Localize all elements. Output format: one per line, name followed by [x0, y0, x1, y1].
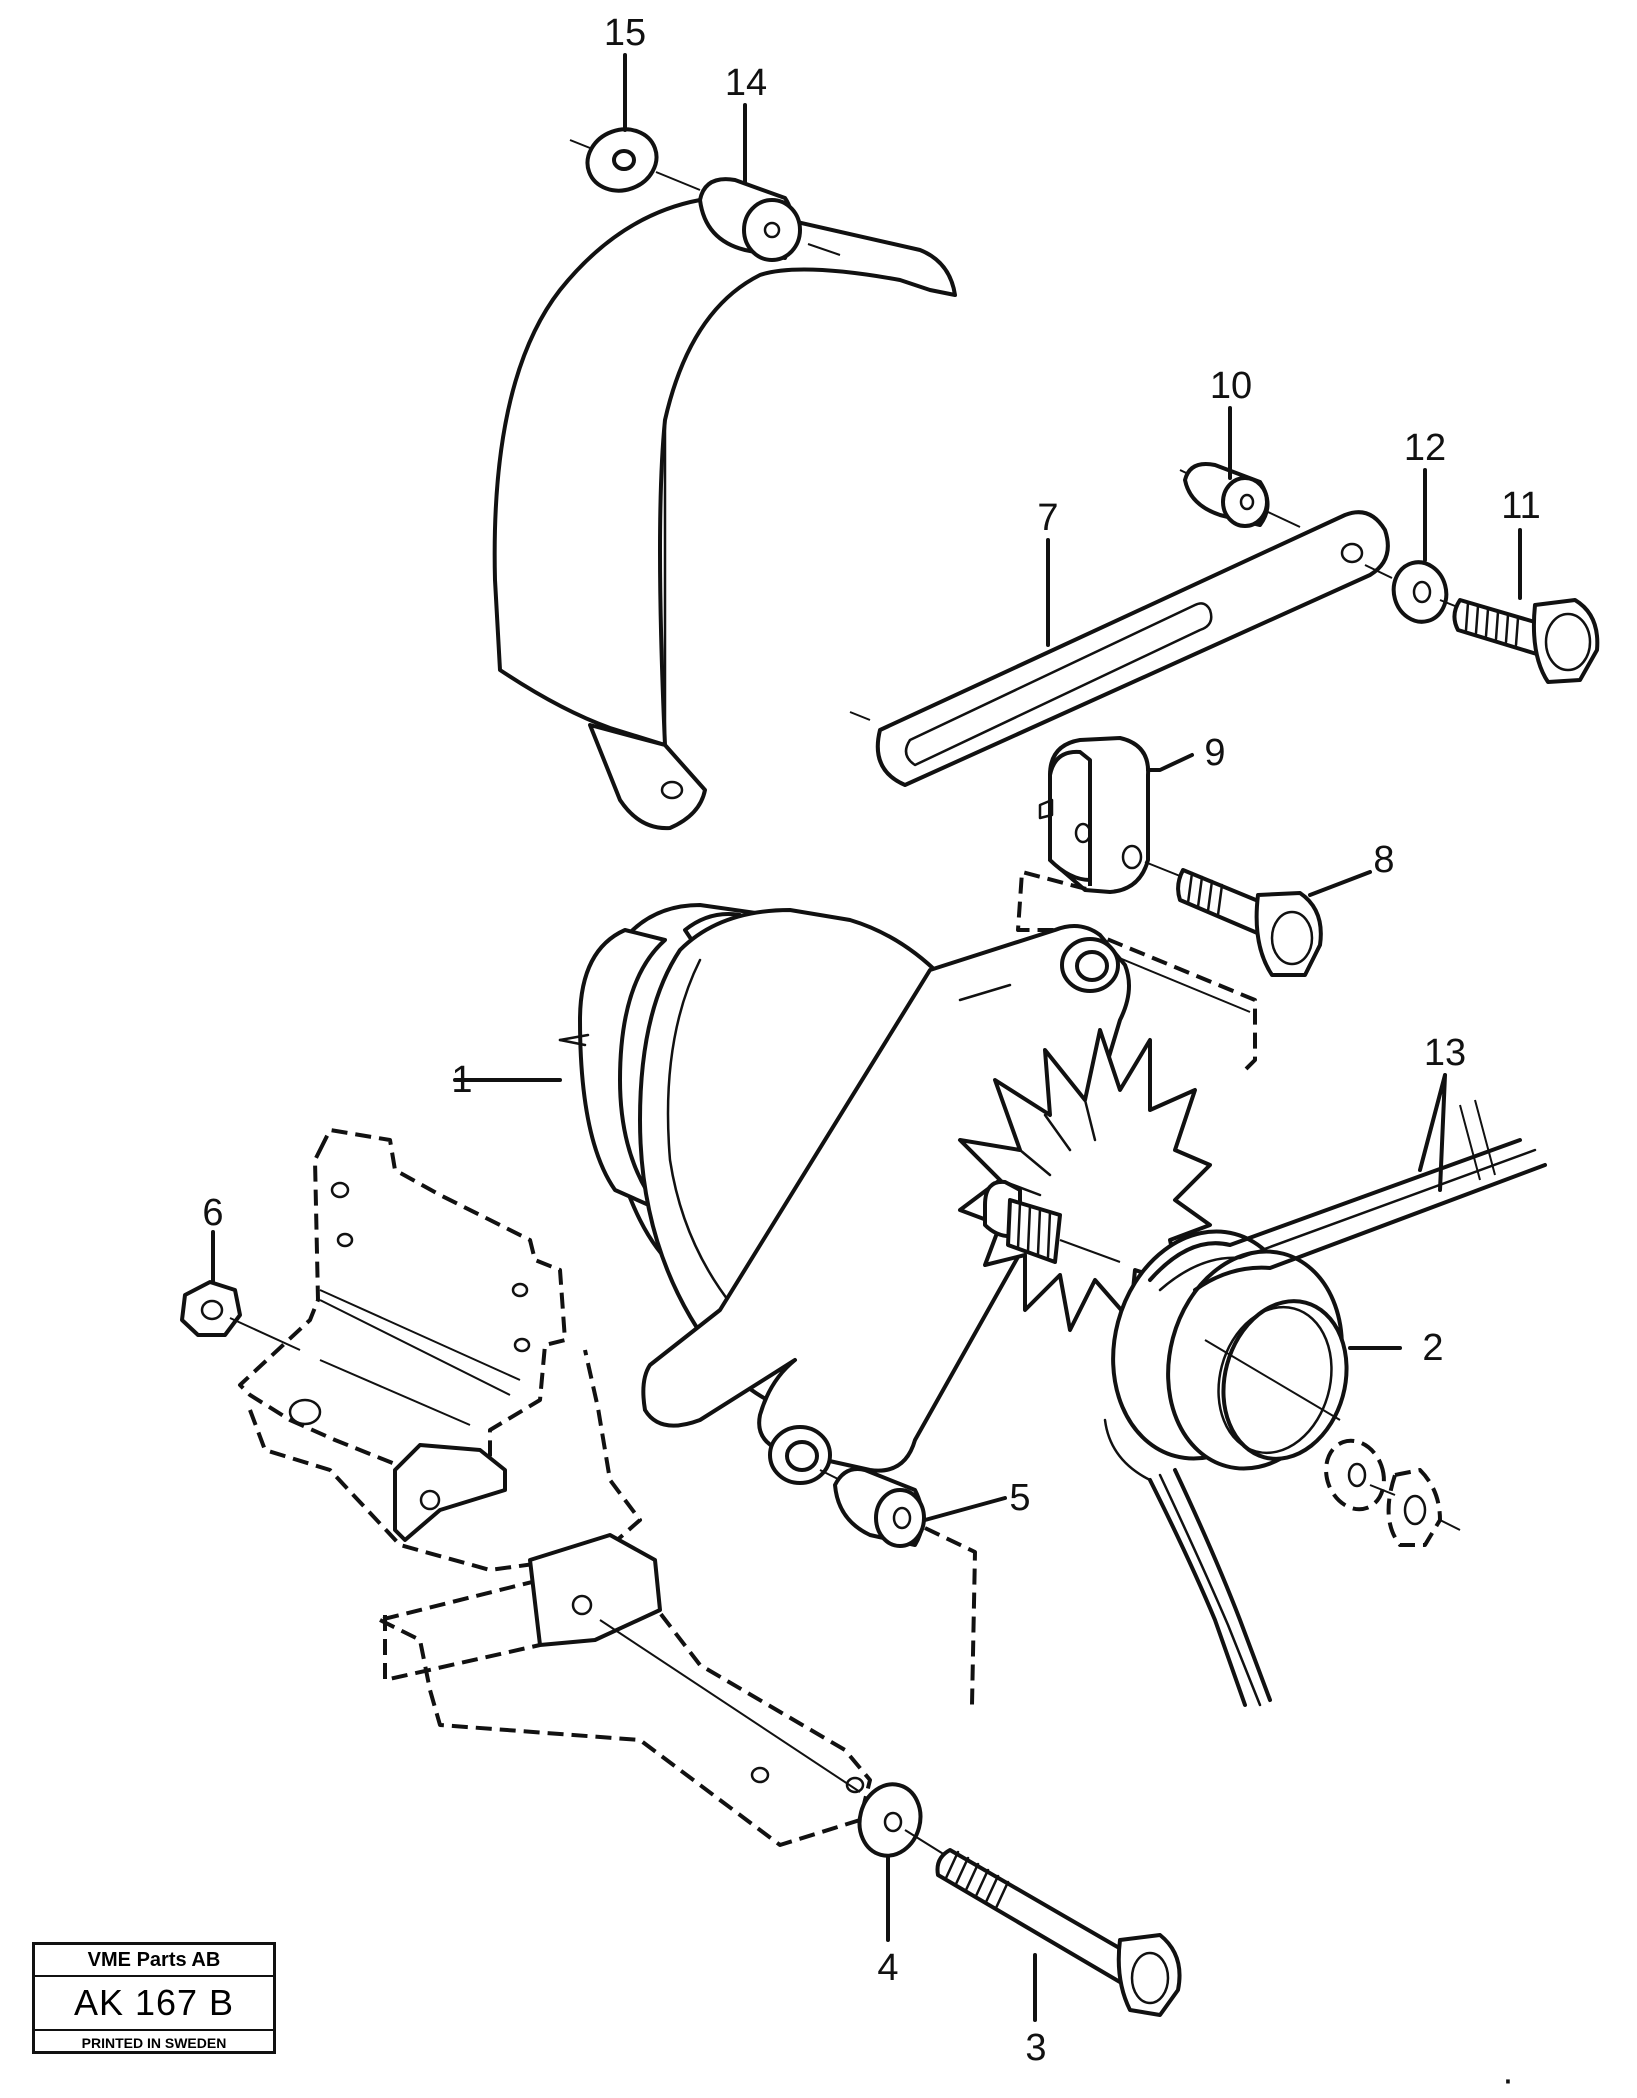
label-7: 7 [1037, 497, 1058, 539]
stamp-company: VME Parts AB [35, 1945, 273, 1977]
pulley-part-2 [1111, 1229, 1349, 1471]
washer-part-12 [1364, 560, 1449, 624]
label-14: 14 [725, 62, 767, 104]
part-number-labels: 15 14 10 12 11 7 9 8 1 13 6 2 5 4 3 · [202, 12, 1540, 2098]
spacer-part-14 [698, 177, 841, 262]
label-11: 11 [1501, 485, 1540, 527]
label-9: 9 [1204, 732, 1225, 774]
belt-guard-cover [492, 198, 957, 831]
label-10: 10 [1210, 365, 1252, 407]
label-3: 3 [1025, 2027, 1046, 2069]
label-4: 4 [877, 1947, 898, 1989]
spacer-part-10 [1179, 462, 1301, 528]
alternator-part-1 [558, 903, 1212, 1485]
nut-part-6 [180, 1280, 471, 1426]
pulley-nut-assembly [1324, 1438, 1461, 1547]
stamp-code: AK 167 B [35, 1977, 273, 2031]
label-12: 12 [1404, 427, 1446, 469]
spacer-part-5 [819, 1467, 926, 1548]
label-6: 6 [202, 1192, 223, 1234]
label-8: 8 [1373, 839, 1394, 881]
label-5: 5 [1009, 1477, 1030, 1519]
label-13: 13 [1424, 1032, 1466, 1074]
bolt-part-11 [1439, 598, 1600, 684]
stamp-printed: PRINTED IN SWEDEN [81, 2035, 227, 2051]
dashed-assembly-path-5 [924, 1526, 977, 1706]
bolt-part-8 [1144, 861, 1323, 977]
label-2: 2 [1422, 1327, 1443, 1369]
washer-part-4 [599, 1619, 923, 1858]
title-stamp: VME Parts AB AK 167 B PRINTED IN SWEDEN [32, 1942, 276, 2054]
label-1: 1 [451, 1059, 472, 1101]
tension-arm-part-7 [849, 510, 1390, 787]
drive-belts-part-13 [1103, 1099, 1547, 1707]
washer-part-15 [569, 127, 701, 193]
leader-lines [211, 53, 1522, 2022]
label-15: 15 [604, 12, 646, 54]
bolt-part-3 [904, 1829, 1182, 2017]
corner-mark: · [1502, 2059, 1515, 2098]
mounting-bracket-dashed [238, 1128, 872, 1847]
adjusting-bracket-part-9 [1038, 736, 1151, 894]
